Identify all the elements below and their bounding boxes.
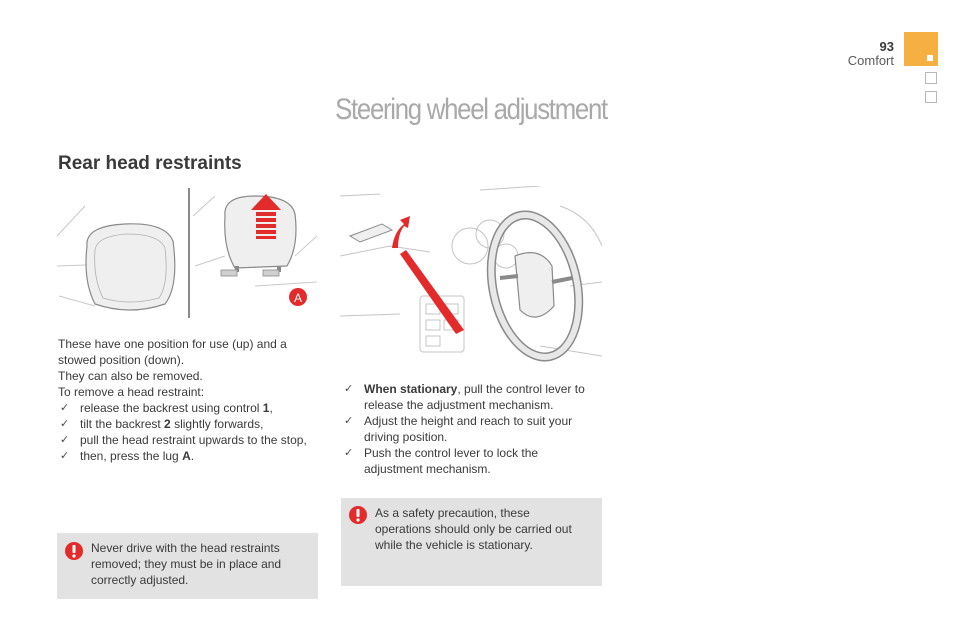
list-item: ✓release the backrest using control 1, [60,401,273,415]
intro-line: These have one position for use (up) and… [58,337,287,351]
list-item: ✓Adjust the height and reach to suit you… [344,414,573,444]
page-number: 93 [879,39,894,54]
list-item: ✓tilt the backrest 2 slightly forwards, [60,417,264,431]
checkbox-bullet-icon: ✓ [60,434,70,446]
checkbox-bullet-icon: ✓ [344,415,354,427]
headrest-warning-box: Never drive with the head restraints rem… [57,533,318,599]
exclamation-circle-icon [65,542,83,560]
steering-instructions: ✓When stationary, pull the control lever… [342,381,602,477]
warning-text: As a safety precaution, these operations… [375,506,572,552]
list-item: ✓pull the head restraint upwards to the … [60,433,307,447]
checkbox-bullet-icon: ✓ [60,450,70,462]
warning-text: Never drive with the head restraints rem… [91,541,282,587]
intro-line: To remove a head restraint: [58,385,205,399]
steering-warning-box: As a safety precaution, these operations… [341,498,602,586]
section-tab[interactable] [925,72,937,84]
checkbox-bullet-icon: ✓ [344,383,354,395]
checkbox-bullet-icon: ✓ [60,418,70,430]
section-tab[interactable] [925,91,937,103]
list-item: ✓When stationary, pull the control lever… [344,382,585,412]
intro-line: stowed position (down). [58,353,185,367]
tab-marker-icon [927,55,933,61]
figure-label-a: A [294,291,302,305]
head-restraint-illustration: A [56,188,317,318]
section-name: Comfort [847,53,894,68]
section-tab-active[interactable] [904,32,938,66]
checkbox-bullet-icon: ✓ [344,447,354,459]
checkbox-bullet-icon: ✓ [60,402,70,414]
step-list: ✓When stationary, pull the control lever… [342,381,602,477]
intro-line: They can also be removed. [58,369,203,383]
list-item: ✓then, press the lug A. [60,449,195,463]
step-list: ✓release the backrest using control 1, ✓… [58,400,328,464]
page-title: Steering wheel adjustment [335,93,608,126]
steering-wheel-illustration [340,186,602,362]
section-heading: Rear head restraints [58,153,242,174]
exclamation-circle-icon [349,506,367,524]
headrest-instructions: These have one position for use (up) and… [58,336,328,464]
